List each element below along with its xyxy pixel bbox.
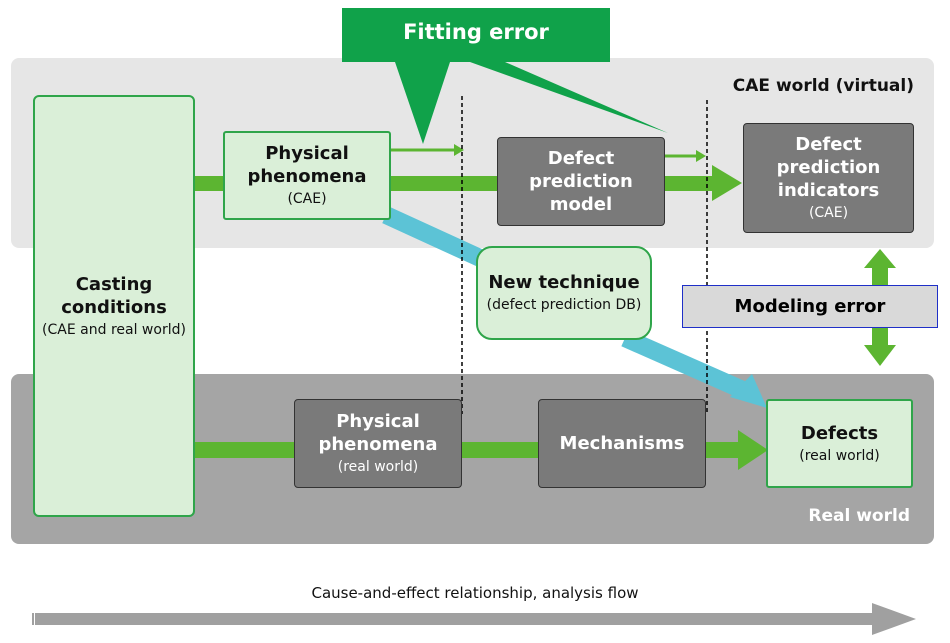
casting-conditions-box: Casting conditions (CAE and real world) [33,95,195,517]
defect-prediction-indicators-title-1: Defect [795,134,862,155]
physical-phenomena-cae-box: Physical phenomena (CAE) [223,131,391,220]
physical-phenomena-cae-title-2: phenomena [247,166,367,187]
defect-prediction-model-box: Defect prediction model [497,137,665,226]
bottom-flow-arrow-shaft [30,613,880,625]
blue-arrow-head [730,374,767,408]
casting-conditions-title-1: Casting [75,273,153,295]
defect-prediction-indicators-box: Defect prediction indicators (CAE) [743,123,914,233]
cae-flow-arrow-shaft-1 [192,176,226,191]
real-flow-arrow-shaft-2 [462,442,540,458]
cae-world-label: CAE world (virtual) [732,76,914,96]
real-flow-arrow-head [738,430,768,470]
bottom-flow-arrow-head [872,603,916,635]
defect-prediction-model-title-2: prediction [529,171,633,192]
real-flow-arrow-shaft-3 [706,442,742,458]
physical-phenomena-real-title-2: phenomena [318,434,438,455]
modeling-down-arrow [864,328,896,366]
real-world-label: Real world [808,506,910,526]
new-technique-sub: (defect prediction DB) [486,297,642,313]
small-arrow-head-2 [696,150,706,162]
physical-phenomena-real-sub: (real world) [337,459,419,475]
mechanisms-label: Mechanisms [559,433,685,454]
small-arrow-head-1 [454,144,464,156]
defect-prediction-indicators-sub: (CAE) [808,205,849,221]
cae-flow-arrow-head [712,165,742,201]
modeling-up-arrow [864,249,896,286]
fitting-error-label: Fitting error [403,20,549,44]
casting-conditions-title-2: conditions [61,296,167,318]
defects-title: Defects [800,422,879,444]
new-technique-title: New technique [488,272,640,293]
defect-prediction-model-title-3: model [549,194,613,215]
fitting-error-callout-shape [342,8,668,144]
physical-phenomena-real-title-1: Physical [336,411,420,432]
defect-prediction-indicators-title-3: indicators [777,180,880,201]
modeling-error-box: Modeling error [682,285,938,328]
flow-caption: Cause-and-effect relationship, analysis … [311,584,639,602]
physical-phenomena-cae-title-1: Physical [265,143,349,164]
new-technique-box: New technique (defect prediction DB) [476,246,652,340]
modeling-error-label: Modeling error [734,296,886,317]
defects-sub: (real world) [799,447,880,464]
real-flow-arrow-shaft-1 [192,442,296,458]
physical-phenomena-real-box: Physical phenomena (real world) [294,399,462,488]
defect-prediction-indicators-title-2: prediction [776,157,881,178]
casting-conditions-sub: (CAE and real world) [42,321,186,338]
cae-flow-arrow-shaft-3 [665,176,720,191]
mechanisms-box: Mechanisms [538,399,706,488]
defect-prediction-model-title-1: Defect [547,148,615,169]
physical-phenomena-cae-sub: (CAE) [287,191,327,207]
defects-box: Defects (real world) [766,399,913,488]
cae-flow-arrow-shaft-2 [390,176,499,191]
